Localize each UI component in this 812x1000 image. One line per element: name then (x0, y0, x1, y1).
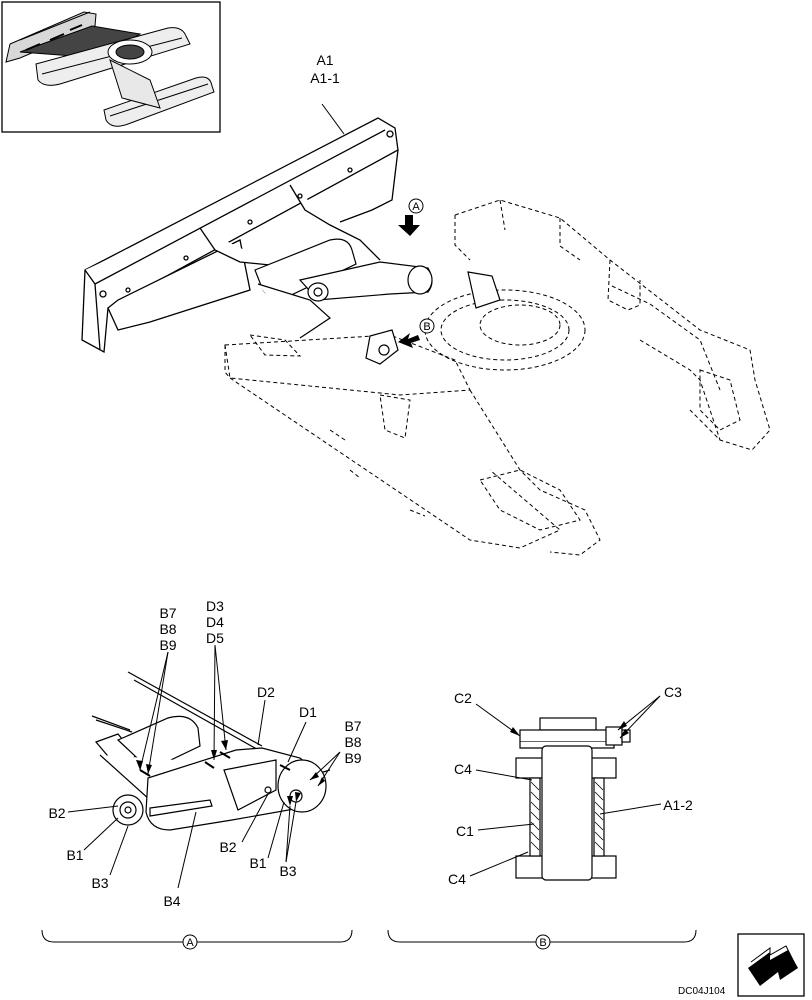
view-arrow-b: B (398, 318, 435, 348)
callout-b7-b: B7 (344, 718, 361, 734)
callout-d5: D5 (206, 630, 224, 646)
callout-c4-top: C4 (454, 761, 472, 777)
callout-b1-b: B1 (249, 855, 266, 871)
callout-a1-2: A1-2 (663, 797, 693, 813)
detail-a-leaders (67, 644, 341, 889)
arrow-a-label: A (412, 201, 420, 213)
detail-b-caption: B (539, 937, 546, 949)
callout-d4: D4 (206, 614, 224, 630)
callout-c3: C3 (664, 684, 682, 700)
callout-b4: B4 (163, 893, 180, 909)
callout-b3-b: B3 (279, 863, 296, 879)
undercarriage-outline (224, 199, 771, 556)
callout-b3-a: B3 (91, 875, 108, 891)
callout-b1-a: B1 (66, 847, 83, 863)
callout-b2-b: B2 (219, 839, 236, 855)
detail-b-view: C2 C3 C4 A1-2 C1 C4 B (387, 684, 697, 950)
dozer-blade (81, 117, 399, 354)
arrow-b-label: B (423, 321, 430, 333)
detail-a-view: B7 B8 B9 D3 D4 D5 D2 D1 B7 B8 B9 B2 B1 B… (41, 598, 362, 950)
overview-thumbnail (1, 1, 221, 133)
callout-d1: D1 (299, 704, 317, 720)
main-assembly-view: A B A1 A1-1 (81, 52, 771, 556)
blade-cylinder (254, 238, 501, 365)
view-arrow-a: A (398, 198, 424, 236)
callout-a1-1: A1-1 (310, 70, 340, 86)
callout-c4-bottom: C4 (448, 871, 466, 887)
callout-b9-b: B9 (344, 750, 361, 766)
callout-d3: D3 (206, 598, 224, 614)
leader-a1 (321, 103, 345, 135)
callout-b9-a: B9 (159, 637, 176, 653)
callout-b2-a: B2 (48, 805, 65, 821)
callout-b8-b: B8 (344, 734, 361, 750)
callout-d2: D2 (257, 684, 275, 700)
callout-c1: C1 (456, 823, 474, 839)
drawing-code: DC04J104 (678, 986, 726, 997)
callout-b7-a: B7 (159, 605, 176, 621)
callout-c2: C2 (454, 690, 472, 706)
next-page-arrow-icon[interactable] (737, 933, 805, 997)
callout-a1: A1 (316, 52, 333, 68)
detail-a-caption: A (186, 937, 194, 949)
callout-b8-a: B8 (159, 621, 176, 637)
